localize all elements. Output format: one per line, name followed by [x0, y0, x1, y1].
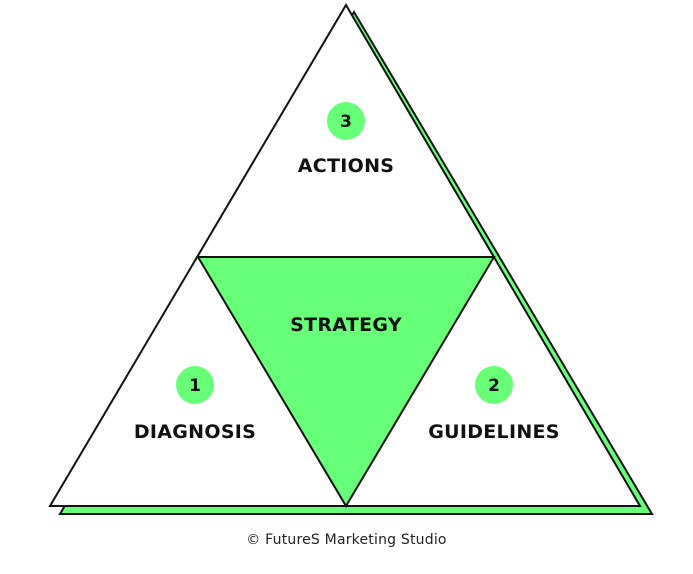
badge-1 [176, 366, 214, 404]
badge-2 [475, 366, 513, 404]
segment-guidelines-label: GUIDELINES [428, 421, 560, 443]
segment-actions: 3 ACTIONS [298, 102, 395, 177]
badge-2-number: 2 [488, 376, 500, 396]
segment-diagnosis: 1 DIAGNOSIS [134, 366, 256, 443]
badge-3 [327, 102, 365, 140]
segment-guidelines: 2 GUIDELINES [428, 366, 560, 443]
segment-diagnosis-label: DIAGNOSIS [134, 421, 256, 443]
footer-credit: © FutureS Marketing Studio [246, 532, 447, 548]
center-label: STRATEGY [290, 314, 402, 336]
segment-actions-label: ACTIONS [298, 155, 395, 177]
badge-1-number: 1 [189, 376, 201, 396]
badge-3-number: 3 [340, 112, 352, 132]
